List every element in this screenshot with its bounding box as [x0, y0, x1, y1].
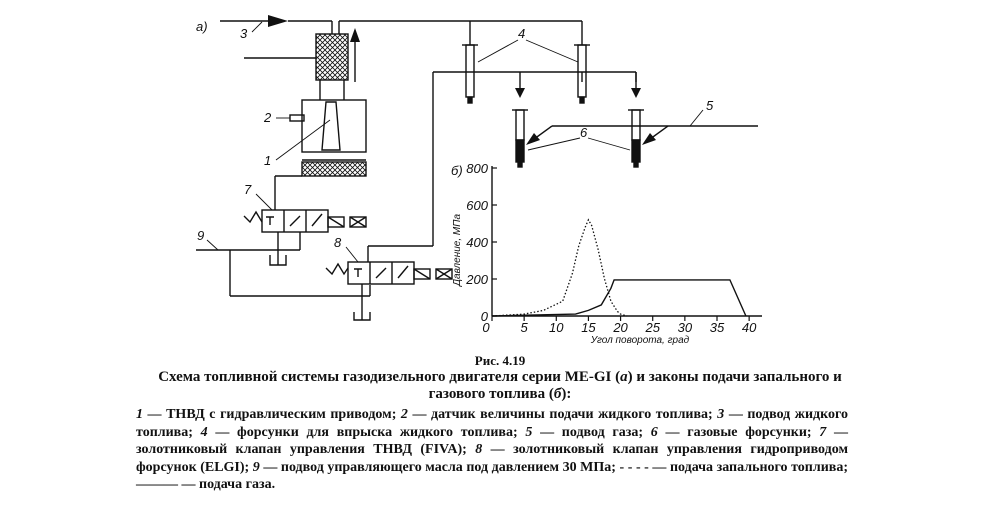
- y-axis-title: Давление, МПа: [452, 214, 463, 287]
- legend-num-3: 3: [717, 407, 725, 422]
- legend-num-1: 1: [136, 407, 143, 422]
- title-mid: ) и законы подачи запального и газового …: [428, 369, 842, 402]
- y-tick-label-0: 0: [481, 309, 489, 324]
- callout-2: 2: [263, 110, 272, 125]
- x-tick-label-4: 20: [612, 320, 628, 335]
- x-tick-label-8: 40: [742, 320, 757, 335]
- callout-5: 5: [706, 98, 714, 113]
- part-a-label: а): [196, 19, 208, 34]
- title-prefix: Схема топливной системы газодизельного д…: [158, 369, 621, 385]
- legend-num-5: 5: [525, 424, 533, 440]
- x-tick-label-5: 25: [644, 320, 660, 335]
- title-suffix: ):: [561, 386, 572, 402]
- pressure-chart: б) Давление, МПа Угол поворота, град 0 20…: [451, 161, 762, 346]
- y-tick-label-4: 800: [466, 161, 488, 176]
- x-axis-title: Угол поворота, град: [590, 335, 690, 346]
- legend-num-4: 4: [200, 424, 208, 440]
- x-tick-label-3: 15: [581, 320, 596, 335]
- callout-numbers: 3 2 1 7 9 8 4 5 6: [197, 26, 714, 250]
- y-tick-label-2: 400: [466, 235, 488, 250]
- callout-4: 4: [518, 26, 525, 41]
- figure-legend: 1 — ТНВД с гидравлическим приводом; 2 — …: [136, 406, 848, 494]
- title-b: б: [553, 386, 562, 402]
- legend-text-2: — датчик величины подачи жидкого топлива…: [407, 407, 718, 422]
- x-tick-label-0: 0: [482, 320, 490, 335]
- legend-text-5: — подвод газа;: [532, 424, 651, 440]
- fuel-injector-right: [574, 34, 590, 104]
- figure-title: Схема топливной системы газодизельного д…: [140, 369, 860, 403]
- legend-text-6: — газовые форсунки;: [657, 424, 820, 440]
- fuel-injector-left: [462, 34, 478, 104]
- part-b-label: б): [451, 163, 463, 178]
- legend-text-4: — форсунки для впрыска жидкого топлива;: [207, 424, 526, 440]
- x-tick-label-6: 30: [678, 320, 693, 335]
- callout-8: 8: [334, 235, 342, 250]
- legend-text-9: — подвод управляющего масла под давление…: [136, 459, 849, 493]
- x-tick-label-2: 10: [549, 320, 564, 335]
- legend-text-3: — подвод жидкого топлива;: [136, 407, 848, 440]
- schematic-a: а): [196, 15, 758, 321]
- callout-1: 1: [264, 153, 271, 168]
- series-pilot-fuel-line: [491, 218, 628, 317]
- legend-num-2: 2: [400, 407, 408, 422]
- series-gas-line: [491, 279, 747, 317]
- callout-7: 7: [244, 182, 252, 197]
- legend-num-8: 8: [475, 442, 483, 457]
- legend-num-9: 9: [252, 459, 260, 475]
- callout-3: 3: [240, 26, 248, 41]
- gas-injector-right: [628, 109, 644, 168]
- fuel-system-figure: а): [196, 15, 762, 346]
- legend-text-1: — ТНВД с гидравлическим приводом;: [143, 407, 401, 422]
- figure-caption: Рис. 4.19 Схема топливной системы газоди…: [0, 353, 1000, 403]
- x-tick-label-7: 35: [710, 320, 725, 335]
- legend-text-7: — золотниковый клапан управления ТНВД (F…: [136, 424, 848, 458]
- gas-injector-left: [512, 109, 528, 168]
- title-a: а: [620, 369, 628, 385]
- figure-number: Рис. 4.19: [474, 353, 526, 368]
- x-tick-label-1: 5: [521, 320, 529, 335]
- callout-6: 6: [580, 125, 588, 140]
- y-tick-label-3: 600: [466, 198, 488, 213]
- callout-9: 9: [197, 228, 204, 243]
- legend-num-7: 7: [819, 424, 827, 440]
- y-tick-label-1: 200: [465, 272, 488, 287]
- legend-text-8: — золотниковый клапан управления гидропр…: [136, 442, 848, 475]
- legend-num-6: 6: [650, 424, 658, 440]
